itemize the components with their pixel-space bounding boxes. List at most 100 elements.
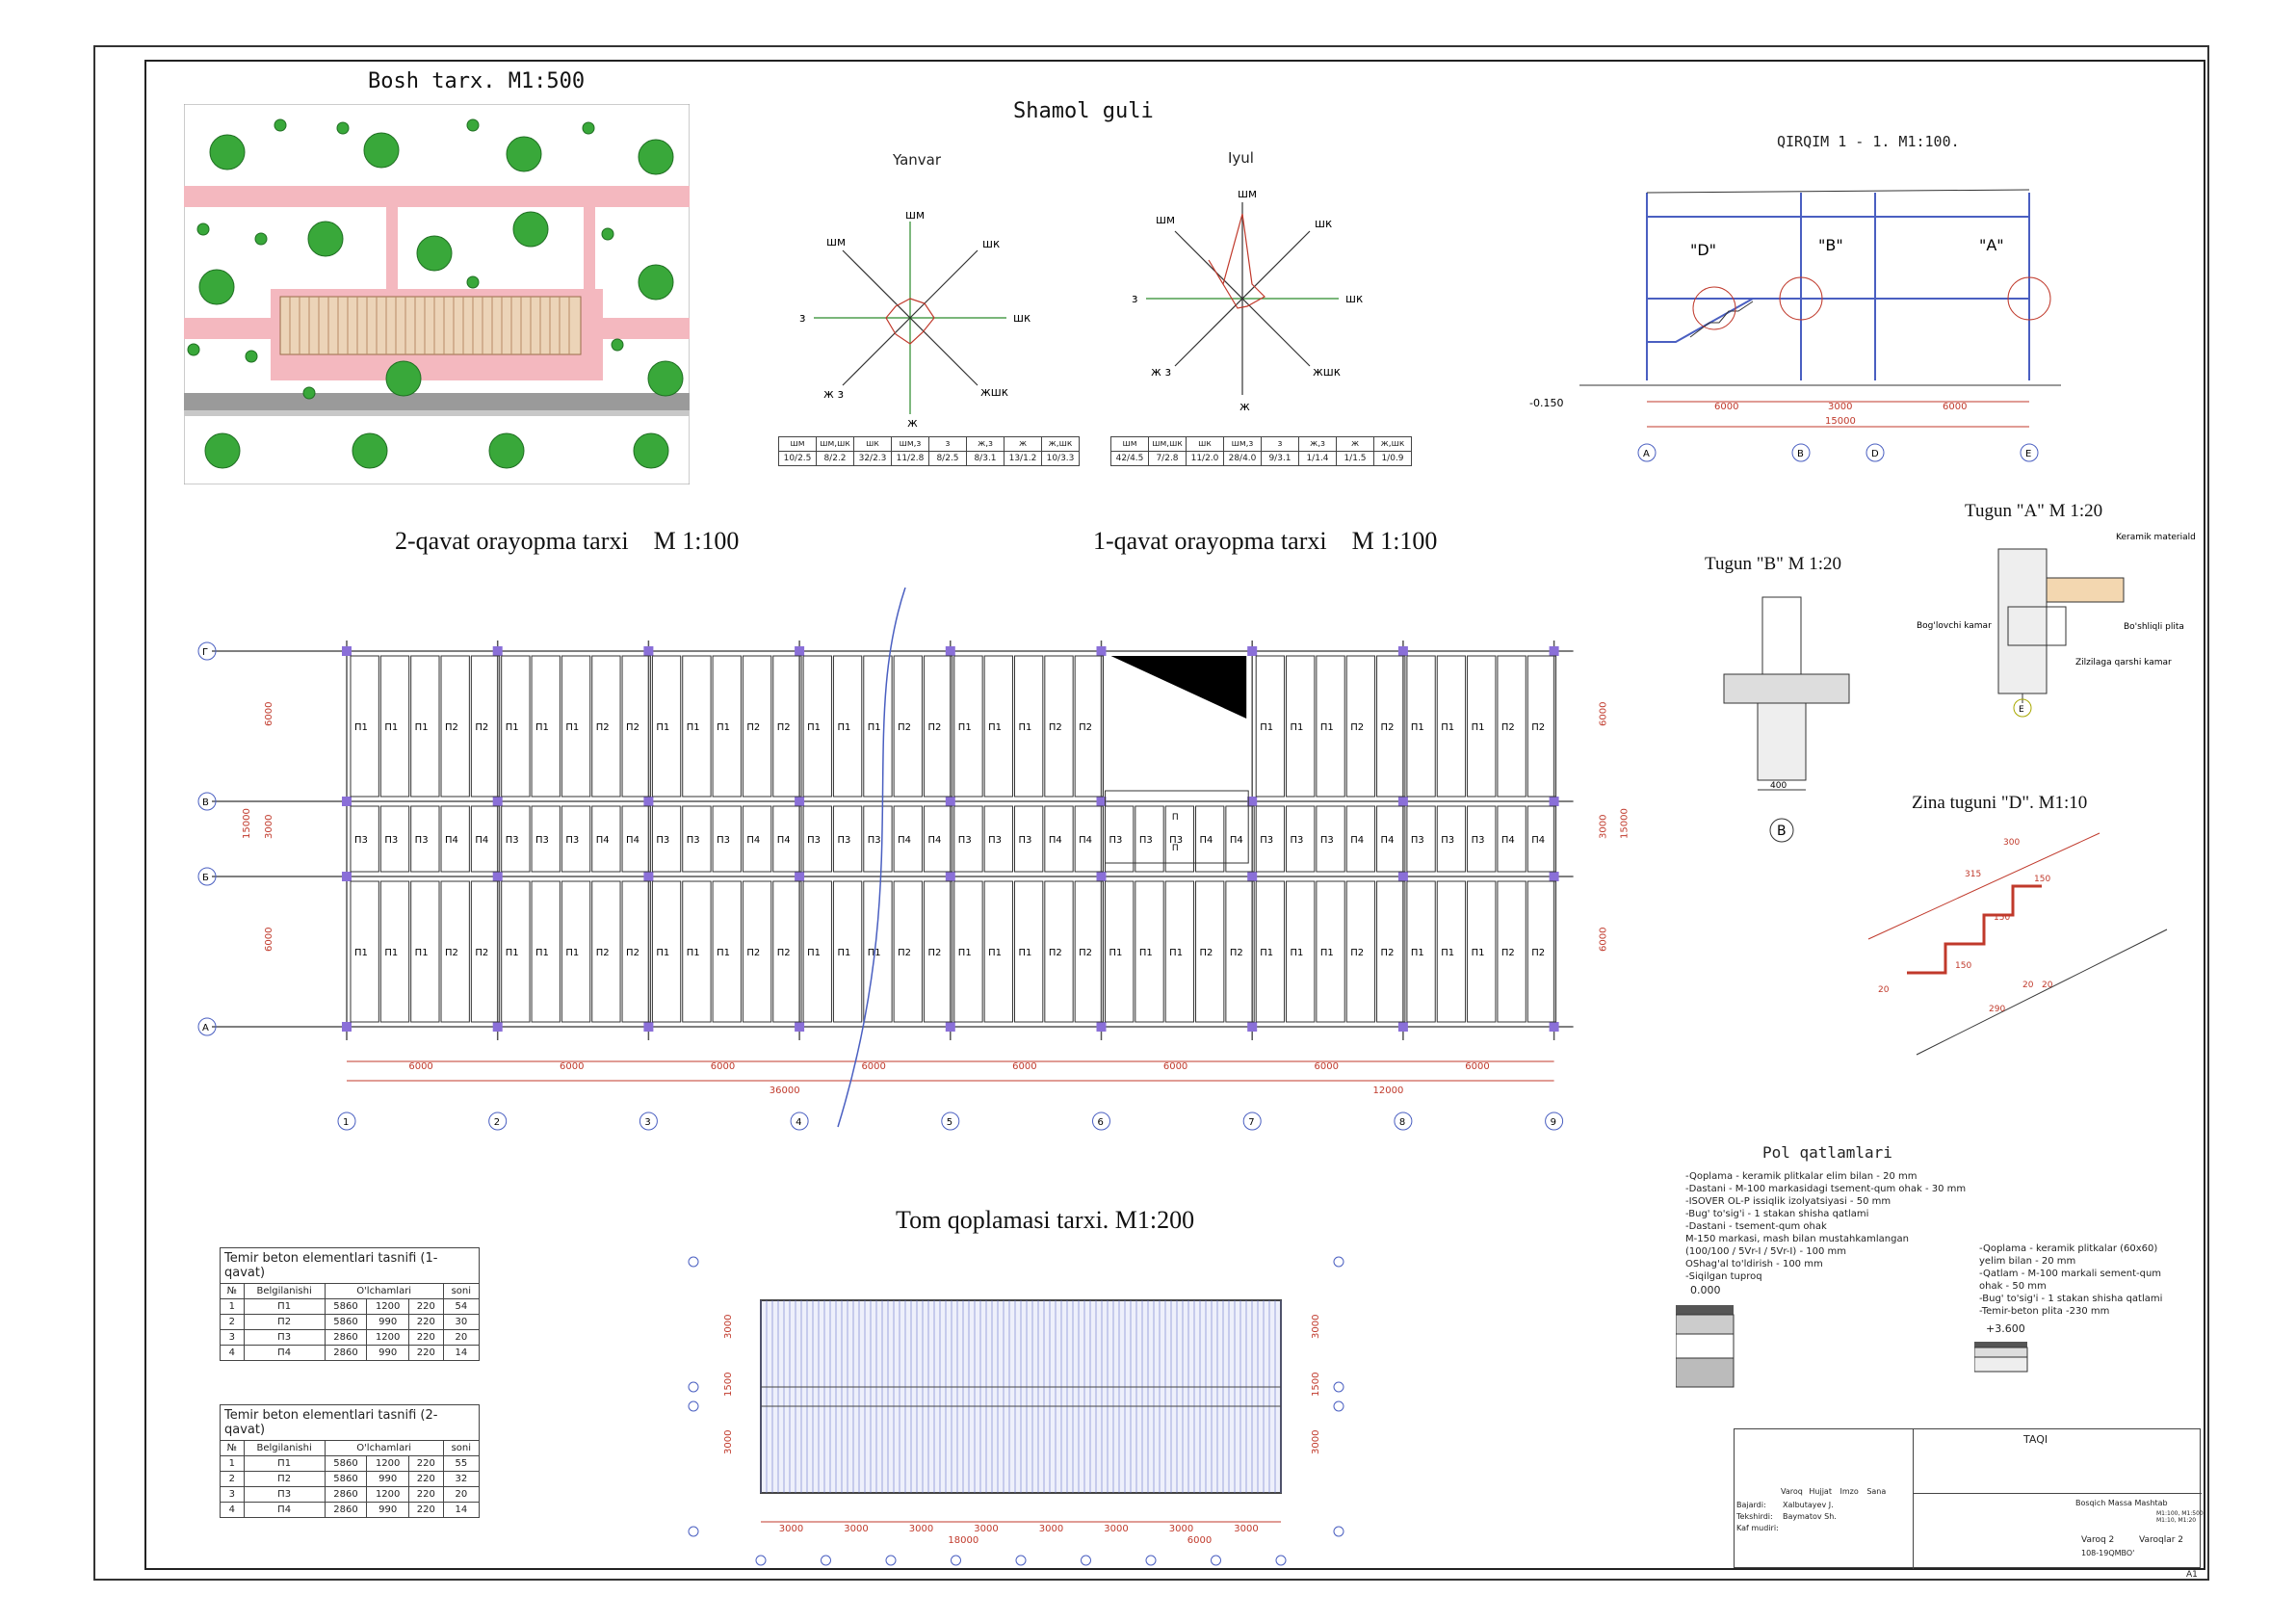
slab-label: П3	[717, 835, 730, 846]
zina-dim-3: 150	[2034, 875, 2050, 884]
stair-slab-label: П	[1172, 844, 1179, 853]
slab	[470, 655, 501, 798]
spec-table-1-title: Temir beton elementlari tasnifi (1-qavat…	[220, 1247, 480, 1283]
tugun-b-drawing: 400 B	[1723, 596, 1850, 843]
bay-dim: 6000	[560, 1061, 584, 1072]
slab	[591, 880, 621, 1023]
slab	[1436, 805, 1467, 873]
slab-label: П3	[988, 835, 1002, 846]
callout-d: "D"	[1690, 241, 1716, 259]
slab-label: П2	[445, 948, 458, 958]
column	[1247, 1022, 1258, 1032]
zina-dim-5: 150	[1955, 961, 1971, 971]
slab	[1467, 880, 1497, 1023]
slab-label: П2	[1350, 722, 1364, 733]
roof-axis-bubble	[1145, 1555, 1157, 1566]
name-bajardi: Xalbutayev J.	[1783, 1501, 1834, 1509]
slab	[983, 655, 1013, 798]
side-dim-right: 6000	[1599, 928, 1609, 952]
sheet-outer-frame	[93, 45, 2209, 1581]
col-axis-label: 4	[796, 1117, 801, 1128]
slab-label: П3	[1139, 835, 1153, 846]
section-axis-a: A	[1643, 449, 1650, 459]
col-axis-bubble	[488, 1112, 508, 1131]
slab	[983, 880, 1013, 1023]
slab-label: П1	[384, 948, 398, 958]
slab-label: П1	[1018, 722, 1031, 733]
jan-dir-e: шк	[1013, 311, 1031, 325]
slab-label: П2	[1531, 948, 1545, 958]
slab	[1255, 655, 1286, 798]
zina-title: Zina tuguni "D". M1:10	[1912, 793, 2088, 813]
slab-label: П3	[1169, 835, 1183, 846]
bay-dim: 6000	[408, 1061, 432, 1072]
jan-h1: шм,шк	[816, 436, 854, 452]
column	[342, 797, 352, 806]
slab	[953, 880, 983, 1023]
column	[1397, 1022, 1408, 1032]
row-axis-label: Б	[202, 873, 209, 883]
slab-label: П4	[777, 835, 791, 846]
slab-label: П2	[927, 722, 941, 733]
slab	[682, 805, 712, 873]
total-right-dim: 12000	[1373, 1086, 1404, 1096]
slab	[832, 805, 863, 873]
slab	[621, 880, 651, 1023]
slab-label: П1	[1139, 948, 1153, 958]
slab-label: П1	[1441, 948, 1454, 958]
zina-dim-8: 20	[2022, 981, 2034, 990]
roof-axis-bubble	[821, 1555, 831, 1566]
tugun-a-drawing: E Keramik materialdan pol Bog'lovchi kam…	[1917, 533, 2196, 718]
jan-h4: з	[928, 436, 967, 452]
column	[945, 646, 955, 656]
pol-section-left	[1676, 1305, 1735, 1388]
slab	[682, 655, 712, 798]
slab	[350, 880, 379, 1023]
slab-label: П1	[717, 948, 730, 958]
slab-label: П2	[626, 722, 639, 733]
slab-label: П3	[565, 835, 579, 846]
slab	[1376, 880, 1406, 1023]
column	[1549, 1022, 1559, 1032]
bay-dim: 6000	[1315, 1061, 1339, 1072]
slab-label: П1	[1472, 722, 1485, 733]
slab	[1316, 880, 1345, 1023]
slab	[1406, 880, 1436, 1023]
roof-row-bubble	[1333, 1381, 1344, 1393]
slab-label: П3	[535, 835, 549, 846]
wind-jan-label: Yanvar	[893, 151, 942, 169]
plan-1-title: 1-qavat orayopma tarxi M 1:100	[1093, 527, 1438, 555]
slab-label: П1	[1472, 948, 1485, 958]
col-axis-label: 8	[1399, 1117, 1405, 1128]
col-axis-bubble	[337, 1112, 356, 1131]
section-axis-b: B	[1797, 449, 1804, 459]
jan-dir-ne: шк	[982, 237, 1000, 250]
jul-h4: з	[1261, 436, 1299, 452]
slab	[863, 805, 893, 873]
wind-rose-jul: шм шм шк шк з ж з ж жшк	[1132, 187, 1363, 413]
slab-label: П2	[777, 948, 791, 958]
roof-total-mid: 18000	[948, 1535, 978, 1546]
section-axis-d: D	[1871, 449, 1879, 459]
slab	[1345, 655, 1376, 798]
slab	[1164, 805, 1195, 873]
zina-dim-1: 300	[2003, 838, 2020, 848]
slab	[1345, 805, 1376, 873]
slab	[440, 805, 470, 873]
roof-side-dim-right: 1500	[1311, 1373, 1321, 1397]
slab-label: П4	[1230, 835, 1243, 846]
roof-axis-bubble	[951, 1555, 961, 1566]
column	[945, 1022, 955, 1032]
jan-v0: 10/2.5	[778, 451, 817, 466]
jul-h5: ж,з	[1298, 436, 1337, 452]
roof-bay-dim: 3000	[1039, 1524, 1063, 1534]
slab	[802, 655, 832, 798]
roof-bay-dim: 3000	[1104, 1524, 1128, 1534]
jan-dir-se: жшк	[980, 385, 1008, 399]
bay-dim: 6000	[1163, 1061, 1187, 1072]
slab	[440, 655, 470, 798]
slab-label: П3	[415, 835, 429, 846]
